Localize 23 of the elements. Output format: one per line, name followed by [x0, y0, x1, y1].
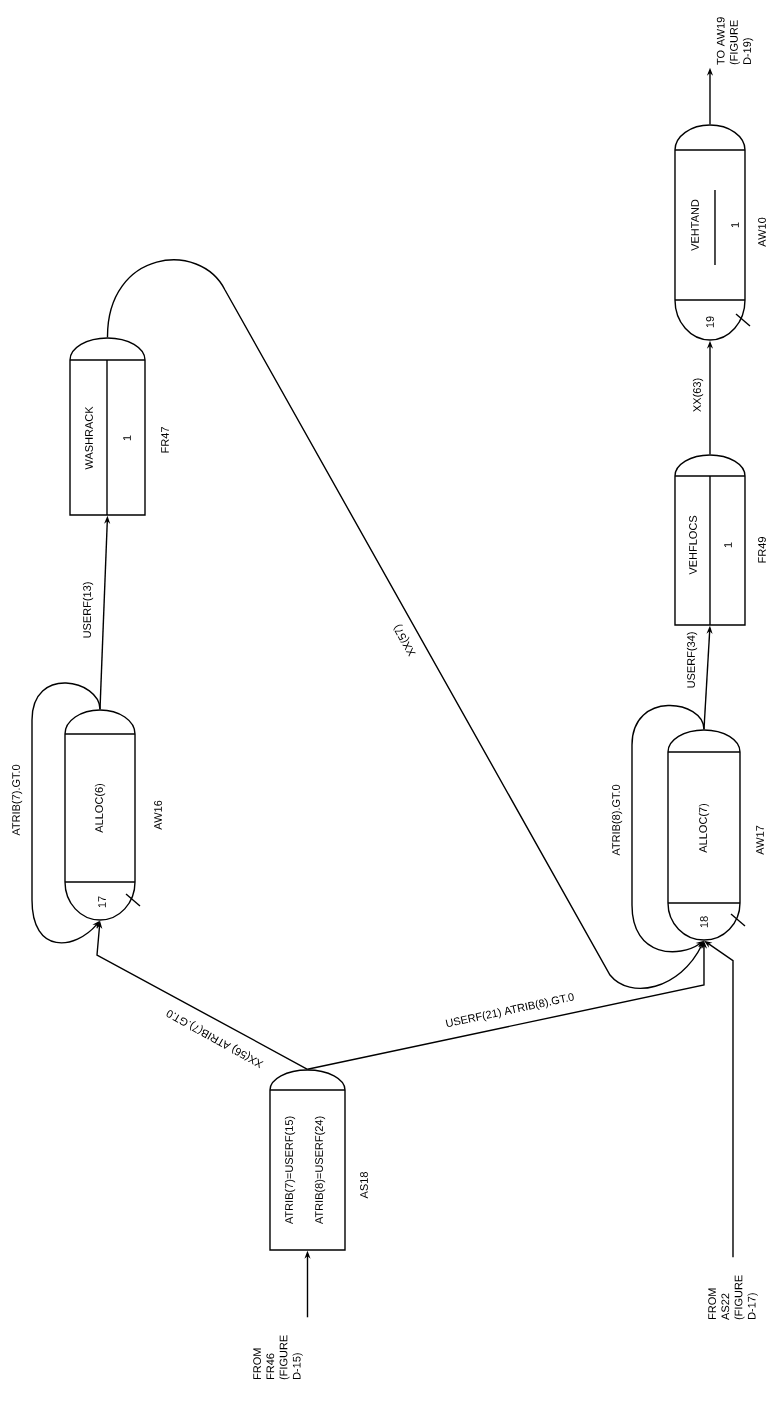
- reference-text: FROM AS22 (FIGURE D-17): [708, 1275, 758, 1320]
- assign-node: ATRIB(7)=USERF(15) ATRIB(8)=USERF(24): [269, 1069, 346, 1251]
- await-node: 17 ALLOC(6): [64, 709, 141, 921]
- arrow: [631, 704, 705, 953]
- node-label: AW10: [758, 217, 766, 247]
- free-node: VEHFLOCS 1: [674, 454, 746, 626]
- await-node: 19 VEHTAND 1: [674, 124, 751, 341]
- arrow: [31, 682, 101, 944]
- node-label: AW17: [756, 825, 764, 855]
- edge-label: ATRIB(7).GT.0: [10, 762, 24, 838]
- reference-text: TO AW19 (FIGURE D-19): [716, 17, 754, 65]
- await-node: 18 ALLOC(7): [667, 729, 746, 941]
- node-label: FR47: [161, 427, 169, 453]
- node-label: AW16: [154, 800, 162, 830]
- edge-label: USERF(13): [81, 580, 95, 640]
- reference-text: FROM FR46 (FIGURE D-15): [253, 1335, 303, 1380]
- node-label: FR49: [758, 537, 766, 563]
- edge-label: ATRIB(8).GT.0: [610, 782, 624, 858]
- edge-label: USERF(34): [685, 630, 699, 690]
- free-node: WASHRACK 1: [69, 337, 146, 516]
- arrow: [106, 259, 704, 990]
- node-label: AS18: [360, 1172, 368, 1199]
- edge-label: XX(63): [691, 376, 705, 414]
